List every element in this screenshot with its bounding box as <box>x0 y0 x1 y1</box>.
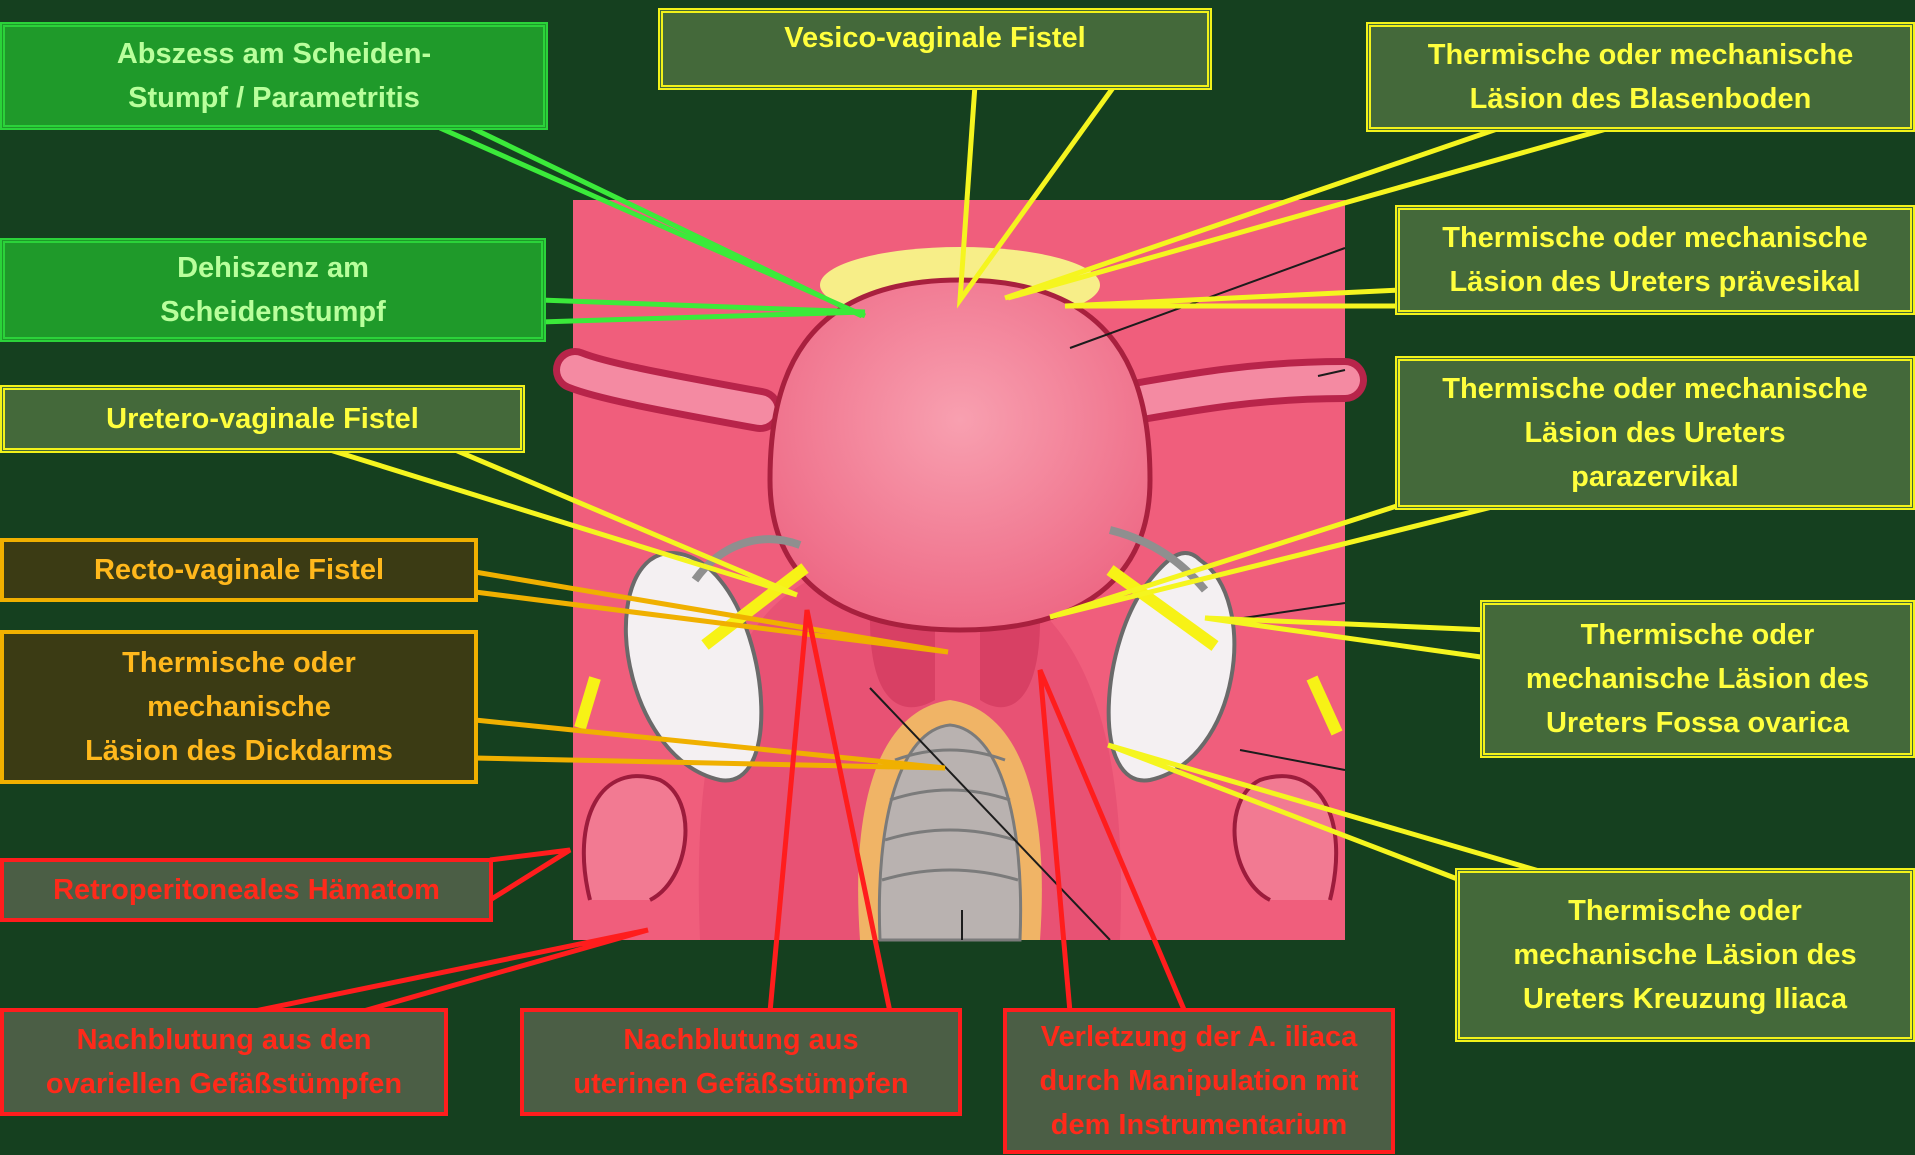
verletzung-iliaca-box: Verletzung der A. iliaca durch Manipulat… <box>1003 1008 1395 1154</box>
retroperitoneales-hamatom-box: Retroperitoneales Hämatom <box>0 858 493 922</box>
dehiszenz-box: Dehiszenz am Scheidenstumpf <box>0 238 546 342</box>
nachblutung-uterin-box: Nachblutung aus uterinen Gefäßstümpfen <box>520 1008 962 1116</box>
bladder <box>770 280 1150 630</box>
dickdarm-lasion-box: Thermische oder mechanische Läsion des D… <box>0 630 478 784</box>
ureter-kreuzung-iliaca-box: Thermische oder mechanische Läsion des U… <box>1455 868 1915 1042</box>
uretero-vaginale-fistel-box: Uretero-vaginale Fistel <box>0 385 525 453</box>
left-fimbria <box>584 776 686 900</box>
vesico-vaginale-fistel-box: Vesico-vaginale Fistel <box>658 8 1212 90</box>
ureter-fossa-ovarica-box: Thermische oder mechanische Läsion des U… <box>1480 600 1915 758</box>
ureter-pravesikal-box: Thermische oder mechanische Läsion des U… <box>1395 205 1915 315</box>
recto-vaginale-fistel-box: Recto-vaginale Fistel <box>0 538 478 602</box>
nachblutung-ovariell-box: Nachblutung aus den ovariellen Gefäßstüm… <box>0 1008 448 1116</box>
blasenboden-lasion-box: Thermische oder mechanische Läsion des B… <box>1366 22 1915 132</box>
ureter-parazervikal-box: Thermische oder mechanische Läsion des U… <box>1395 356 1915 510</box>
abszess-box: Abszess am Scheiden- Stumpf / Parametrit… <box>0 22 548 130</box>
